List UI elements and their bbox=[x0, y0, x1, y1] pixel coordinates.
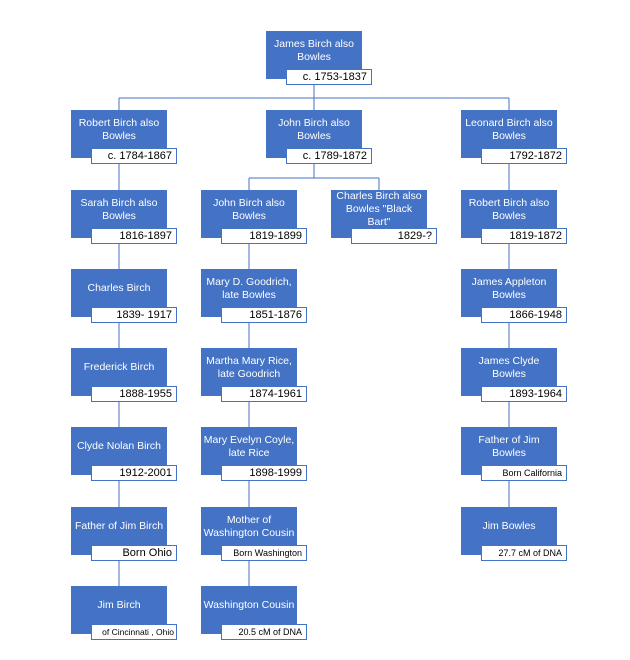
person-name: Mary Evelyn Coyle, late Rice bbox=[203, 433, 295, 459]
person-dates: Born California bbox=[481, 465, 567, 481]
person-name: John Birch also Bowles bbox=[213, 196, 285, 222]
person-name: Father of Jim Bowles bbox=[478, 433, 540, 459]
person-dates: Born Washington bbox=[221, 545, 307, 561]
person-name: James Clyde Bowles bbox=[478, 354, 540, 380]
person-name: Mother of Washington Cousin bbox=[203, 513, 295, 539]
person-box-right-1: Robert Birch also Bowles 1819-1872 bbox=[461, 190, 567, 244]
person-name: Robert Birch also Bowles bbox=[468, 196, 550, 222]
person-dates: c. 1789-1872 bbox=[286, 148, 372, 164]
person-box-middle-parent: John Birch also Bowles c. 1789-1872 bbox=[266, 110, 372, 164]
person-dates: 1866-1948 bbox=[481, 307, 567, 323]
person-dates: 1912-2001 bbox=[91, 465, 177, 481]
person-box-left-1: Sarah Birch also Bowles 1816-1897 bbox=[71, 190, 177, 244]
person-dates: 20.5 cM of DNA bbox=[221, 624, 307, 640]
person-name: Charles Birch also Bowles "Black Bart" bbox=[336, 190, 422, 228]
person-dates: 1816-1897 bbox=[91, 228, 177, 244]
person-dates: 1851-1876 bbox=[221, 307, 307, 323]
person-box-right-5: Jim Bowles 27.7 cM of DNA bbox=[461, 507, 567, 561]
person-box-middle-0: John Birch also Bowles 1819-1899 bbox=[201, 190, 307, 244]
person-dates: Born Ohio bbox=[91, 545, 177, 561]
person-box-right-2: James Appleton Bowles 1866-1948 bbox=[461, 269, 567, 323]
person-dates: 1839- 1917 bbox=[91, 307, 177, 323]
person-dates: 1792-1872 bbox=[481, 148, 567, 164]
person-box-root: James Birch also Bowles c. 1753-1837 bbox=[266, 31, 372, 85]
person-name: Mary D. Goodrich, late Bowles bbox=[206, 275, 292, 301]
person-box-right-3: James Clyde Bowles 1893-1964 bbox=[461, 348, 567, 402]
person-dates: 1819-1899 bbox=[221, 228, 307, 244]
person-box-left-3: Frederick Birch 1888-1955 bbox=[71, 348, 177, 402]
person-dates: 1819-1872 bbox=[481, 228, 567, 244]
person-box-middle-5: Washington Cousin 20.5 cM of DNA bbox=[201, 586, 307, 640]
person-name: Charles Birch bbox=[87, 282, 151, 294]
person-dates: c. 1784-1867 bbox=[91, 148, 177, 164]
person-dates: 1893-1964 bbox=[481, 386, 567, 402]
person-name: Jim Bowles bbox=[482, 520, 536, 532]
person-box-right-0: Leonard Birch also Bowles 1792-1872 bbox=[461, 110, 567, 164]
person-box-middle-2: Martha Mary Rice, late Goodrich 1874-1961 bbox=[201, 348, 307, 402]
person-box-middle-side: Charles Birch also Bowles "Black Bart"18… bbox=[331, 190, 437, 244]
person-name: John Birch also Bowles bbox=[278, 116, 350, 142]
person-box-middle-3: Mary Evelyn Coyle, late Rice 1898-1999 bbox=[201, 427, 307, 481]
person-dates: of Cincinnati , Ohio bbox=[91, 624, 177, 640]
person-dates: 1898-1999 bbox=[221, 465, 307, 481]
person-name: Washington Cousin bbox=[203, 599, 295, 611]
person-name: Sarah Birch also Bowles bbox=[80, 196, 158, 222]
person-name: James Birch also Bowles bbox=[274, 37, 354, 63]
person-name: Clyde Nolan Birch bbox=[76, 440, 162, 452]
person-dates: 27.7 cM of DNA bbox=[481, 545, 567, 561]
person-name: Father of Jim Birch bbox=[74, 520, 164, 532]
person-box-left-0: Robert Birch also Bowles c. 1784-1867 bbox=[71, 110, 177, 164]
person-box-middle-1: Mary D. Goodrich, late Bowles 1851-1876 bbox=[201, 269, 307, 323]
person-dates: 1888-1955 bbox=[91, 386, 177, 402]
person-name: Martha Mary Rice, late Goodrich bbox=[206, 354, 292, 380]
person-box-left-6: Jim Birch of Cincinnati , Ohio bbox=[71, 586, 177, 640]
person-name: Frederick Birch bbox=[83, 361, 155, 373]
person-name: Jim Birch bbox=[97, 599, 141, 611]
person-dates: 1829-? bbox=[351, 228, 437, 244]
person-box-left-4: Clyde Nolan Birch 1912-2001 bbox=[71, 427, 177, 481]
person-dates: 1874-1961 bbox=[221, 386, 307, 402]
person-box-left-2: Charles Birch 1839- 1917 bbox=[71, 269, 177, 323]
person-dates: c. 1753-1837 bbox=[286, 69, 372, 85]
person-name: Leonard Birch also Bowles bbox=[465, 116, 553, 142]
person-name: James Appleton Bowles bbox=[471, 275, 547, 301]
person-name: Robert Birch also Bowles bbox=[78, 116, 160, 142]
